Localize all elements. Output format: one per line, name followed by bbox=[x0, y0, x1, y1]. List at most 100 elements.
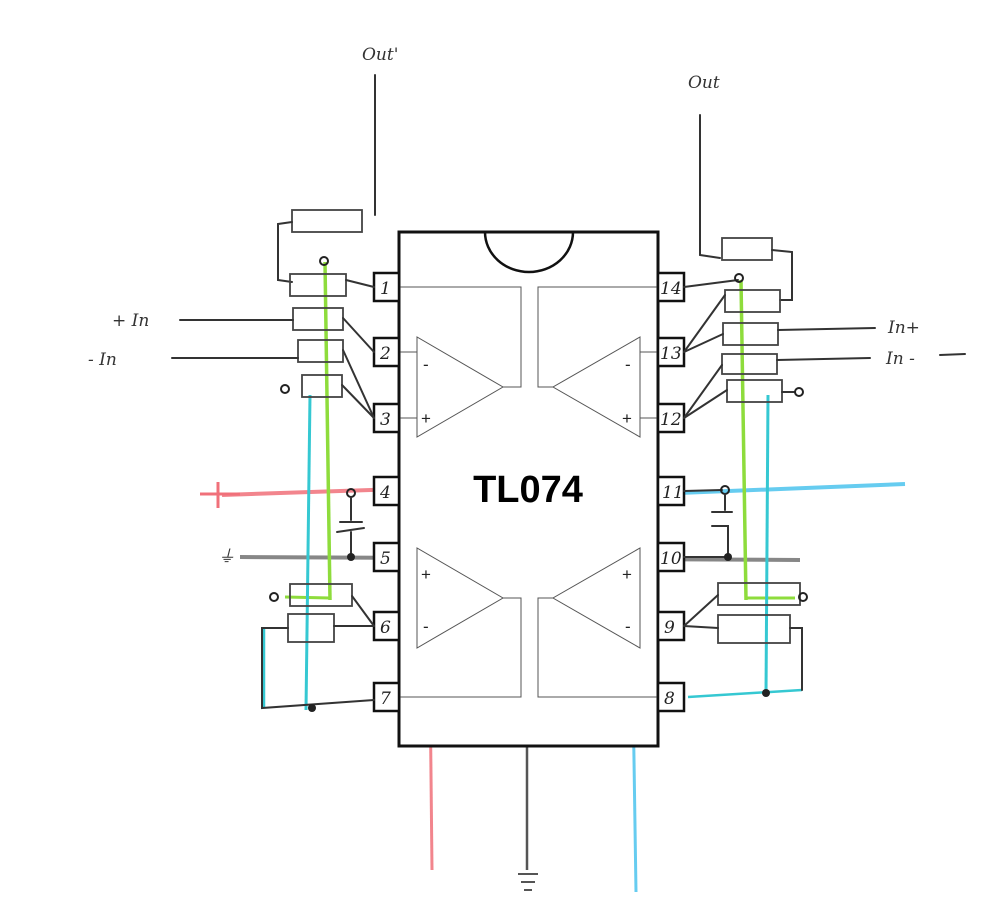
resistor bbox=[292, 307, 344, 331]
pin-label: 11 bbox=[662, 483, 684, 503]
opamp-c-plus: + bbox=[622, 565, 632, 584]
sketch-stroke bbox=[771, 249, 793, 301]
sketch-stroke bbox=[734, 273, 744, 283]
sketch-stroke bbox=[269, 592, 279, 602]
pin-4 bbox=[372, 475, 401, 507]
sketch-stroke bbox=[397, 230, 660, 748]
sketch-stroke bbox=[304, 394, 312, 711]
sketch-stroke bbox=[711, 525, 729, 558]
chip-body: TL074 bbox=[397, 230, 660, 748]
pin-2 bbox=[372, 336, 401, 368]
left-pins: 1 2 3 4 5 6 7 bbox=[372, 271, 401, 713]
sketch-stroke bbox=[308, 704, 316, 712]
out-right-label: Out bbox=[688, 73, 720, 93]
pin-12 bbox=[656, 402, 686, 434]
resistor bbox=[721, 353, 778, 375]
resistor bbox=[717, 614, 791, 644]
sketch-stroke bbox=[683, 333, 724, 353]
sketch-stroke bbox=[777, 327, 876, 331]
sketch-stroke bbox=[342, 349, 375, 419]
sketch-stroke bbox=[341, 384, 375, 419]
pin-8 bbox=[656, 681, 686, 713]
right-pins: 14 13 12 11 10 9 8 bbox=[656, 271, 686, 713]
resistor bbox=[726, 379, 783, 403]
pin-label: 1 bbox=[380, 279, 391, 299]
sketch-stroke bbox=[683, 364, 723, 419]
resistor bbox=[291, 209, 363, 233]
pin-7 bbox=[372, 681, 401, 713]
sketch-stroke bbox=[399, 597, 522, 698]
resistor bbox=[724, 289, 781, 313]
opamp-a-plus: + bbox=[421, 409, 431, 428]
pin-10 bbox=[656, 541, 686, 573]
sketch-stroke bbox=[551, 336, 641, 438]
sketch-stroke bbox=[683, 294, 726, 353]
sketch-stroke bbox=[351, 595, 375, 627]
sketch-stroke bbox=[345, 279, 375, 288]
opamp-b-plus: + bbox=[421, 565, 431, 584]
sketch-stroke bbox=[347, 553, 355, 561]
resistor bbox=[717, 582, 801, 606]
pin-3 bbox=[372, 402, 401, 434]
pin-label: 13 bbox=[660, 344, 682, 364]
sketch-stroke bbox=[739, 279, 748, 601]
sketch-stroke bbox=[939, 353, 966, 356]
in-plus-left-label: + In bbox=[112, 311, 149, 331]
out-left-label: Out' bbox=[362, 45, 398, 65]
pin-5 bbox=[372, 541, 401, 573]
sketch-stroke bbox=[683, 489, 723, 492]
in-minus-left-label: - In bbox=[88, 350, 117, 370]
sketch-stroke bbox=[794, 387, 804, 397]
sketch-stroke bbox=[724, 553, 732, 561]
sketch-stroke bbox=[319, 256, 329, 266]
sketch-stroke bbox=[399, 286, 522, 388]
resistor bbox=[297, 339, 344, 363]
pin-label: 7 bbox=[380, 689, 391, 709]
ground-left-label: ⏚ bbox=[218, 547, 235, 567]
pin-label: 14 bbox=[660, 279, 682, 299]
resistor bbox=[289, 583, 353, 607]
sketch-stroke bbox=[683, 279, 739, 288]
in-plus-right-label: In+ bbox=[887, 318, 920, 338]
opamp-a-minus: - bbox=[423, 355, 429, 374]
sketch-stroke bbox=[699, 254, 721, 259]
sketch-stroke bbox=[683, 625, 719, 629]
pin-label: 10 bbox=[660, 549, 682, 569]
sketch-stroke bbox=[776, 357, 871, 361]
opamp-d: - + bbox=[537, 286, 658, 438]
sketch-stroke bbox=[537, 286, 658, 388]
opamp-c-minus: - bbox=[625, 617, 631, 636]
sketch-stroke bbox=[342, 317, 375, 353]
pin-label: 9 bbox=[664, 618, 675, 638]
pin-label: 6 bbox=[380, 618, 391, 638]
sketch-stroke bbox=[261, 627, 375, 710]
sketch-stroke bbox=[762, 689, 770, 697]
pin-label: 5 bbox=[380, 549, 391, 569]
sketch-stroke bbox=[277, 221, 293, 283]
left-resistor-network bbox=[171, 74, 376, 712]
sketch-stroke bbox=[789, 627, 803, 691]
opamp-d-minus: - bbox=[625, 355, 631, 374]
pin-label: 12 bbox=[660, 410, 682, 430]
sketch-stroke bbox=[537, 597, 658, 698]
sketch-stroke bbox=[416, 547, 504, 649]
opamp-c: + - bbox=[537, 547, 658, 698]
resistor bbox=[287, 613, 335, 643]
resistor bbox=[301, 374, 343, 398]
pin-11 bbox=[656, 475, 686, 507]
pin-label: 3 bbox=[380, 410, 391, 430]
resistor bbox=[289, 273, 347, 297]
opamp-a: - + bbox=[399, 286, 522, 438]
teal-wires bbox=[262, 394, 803, 711]
resistor bbox=[722, 322, 779, 346]
chip-notch bbox=[483, 231, 575, 274]
sketch-stroke bbox=[280, 384, 290, 394]
pin-label: 8 bbox=[664, 689, 675, 709]
positive-supply-rail bbox=[200, 482, 434, 871]
pin-14 bbox=[656, 271, 686, 303]
opamp-b: + - bbox=[399, 547, 522, 698]
pin-label: 2 bbox=[379, 344, 391, 364]
resistor bbox=[721, 237, 773, 261]
sketch-stroke bbox=[551, 547, 641, 649]
